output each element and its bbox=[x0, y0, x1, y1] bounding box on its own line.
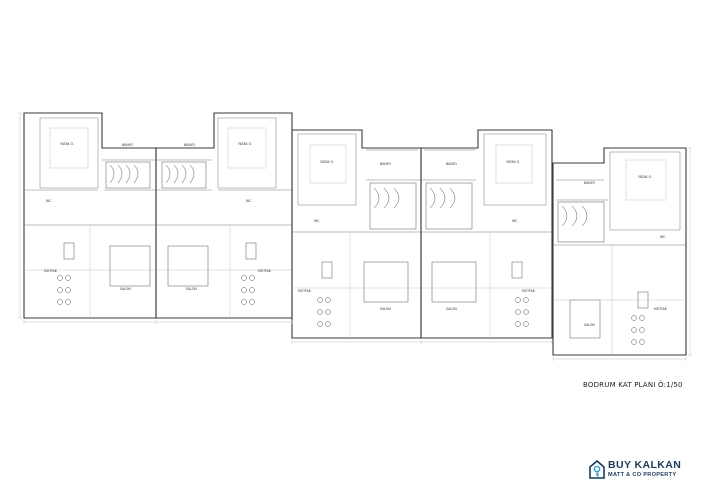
brand-name: BUY KALKAN bbox=[608, 459, 682, 471]
room-label-bedroom-3: YATAK O. bbox=[320, 160, 334, 164]
room-label-wc-5: WC bbox=[660, 235, 666, 239]
room-label-wc-2: WC bbox=[246, 199, 252, 203]
room-label-bathroom-4: BANYO bbox=[446, 162, 458, 166]
unit-1 bbox=[23, 112, 157, 319]
room-label-living-3: SALON bbox=[380, 307, 391, 311]
room-label-kitchen-1: MUTFAK bbox=[44, 269, 58, 273]
room-label-living-5: SALON bbox=[584, 323, 595, 327]
room-label-living-2: SALON bbox=[186, 287, 197, 291]
unit-4 bbox=[420, 129, 553, 339]
room-label-bathroom-5: BANYO bbox=[584, 181, 596, 185]
plan-title: BODRUM KAT PLANI Ö:1/50 bbox=[583, 381, 683, 389]
room-label-living-4: SALON bbox=[446, 307, 457, 311]
room-label-bedroom-4: YATAK O. bbox=[506, 160, 520, 164]
brand-tagline: MATT & CO PROPERTY bbox=[608, 472, 677, 478]
room-label-kitchen-3: MUTFAK bbox=[298, 289, 312, 293]
room-label-living-1: SALON bbox=[120, 287, 131, 291]
room-label-bathroom-2: BANYO bbox=[184, 143, 196, 147]
brand-logo: BUY KALKAN MATT & CO PROPERTY bbox=[589, 458, 689, 482]
room-label-wc-3: WC bbox=[314, 219, 320, 223]
room-label-wc-1: WC bbox=[46, 199, 52, 203]
dimension-lines bbox=[18, 112, 692, 361]
room-label-bedroom-1: YATAK O. bbox=[60, 142, 74, 146]
house-key-icon bbox=[589, 460, 605, 479]
unit-5 bbox=[552, 147, 687, 356]
room-label-kitchen-2: MUTFAK bbox=[258, 269, 272, 273]
room-labels: YATAK O. YATAK O. YATAK O. YATAK O. YATA… bbox=[44, 142, 668, 327]
room-label-kitchen-4: MUTFAK bbox=[522, 289, 536, 293]
room-label-kitchen-5: MUTFAK bbox=[654, 307, 668, 311]
room-label-wc-4: WC bbox=[512, 219, 518, 223]
room-label-bedroom-2: YATAK O. bbox=[238, 142, 252, 146]
unit-2 bbox=[155, 112, 293, 319]
unit-3 bbox=[291, 129, 422, 339]
room-label-bedroom-5: YATAK O. bbox=[638, 175, 652, 179]
room-label-bathroom-1: BANYO bbox=[122, 143, 134, 147]
room-label-bathroom-3: BANYO bbox=[380, 162, 392, 166]
